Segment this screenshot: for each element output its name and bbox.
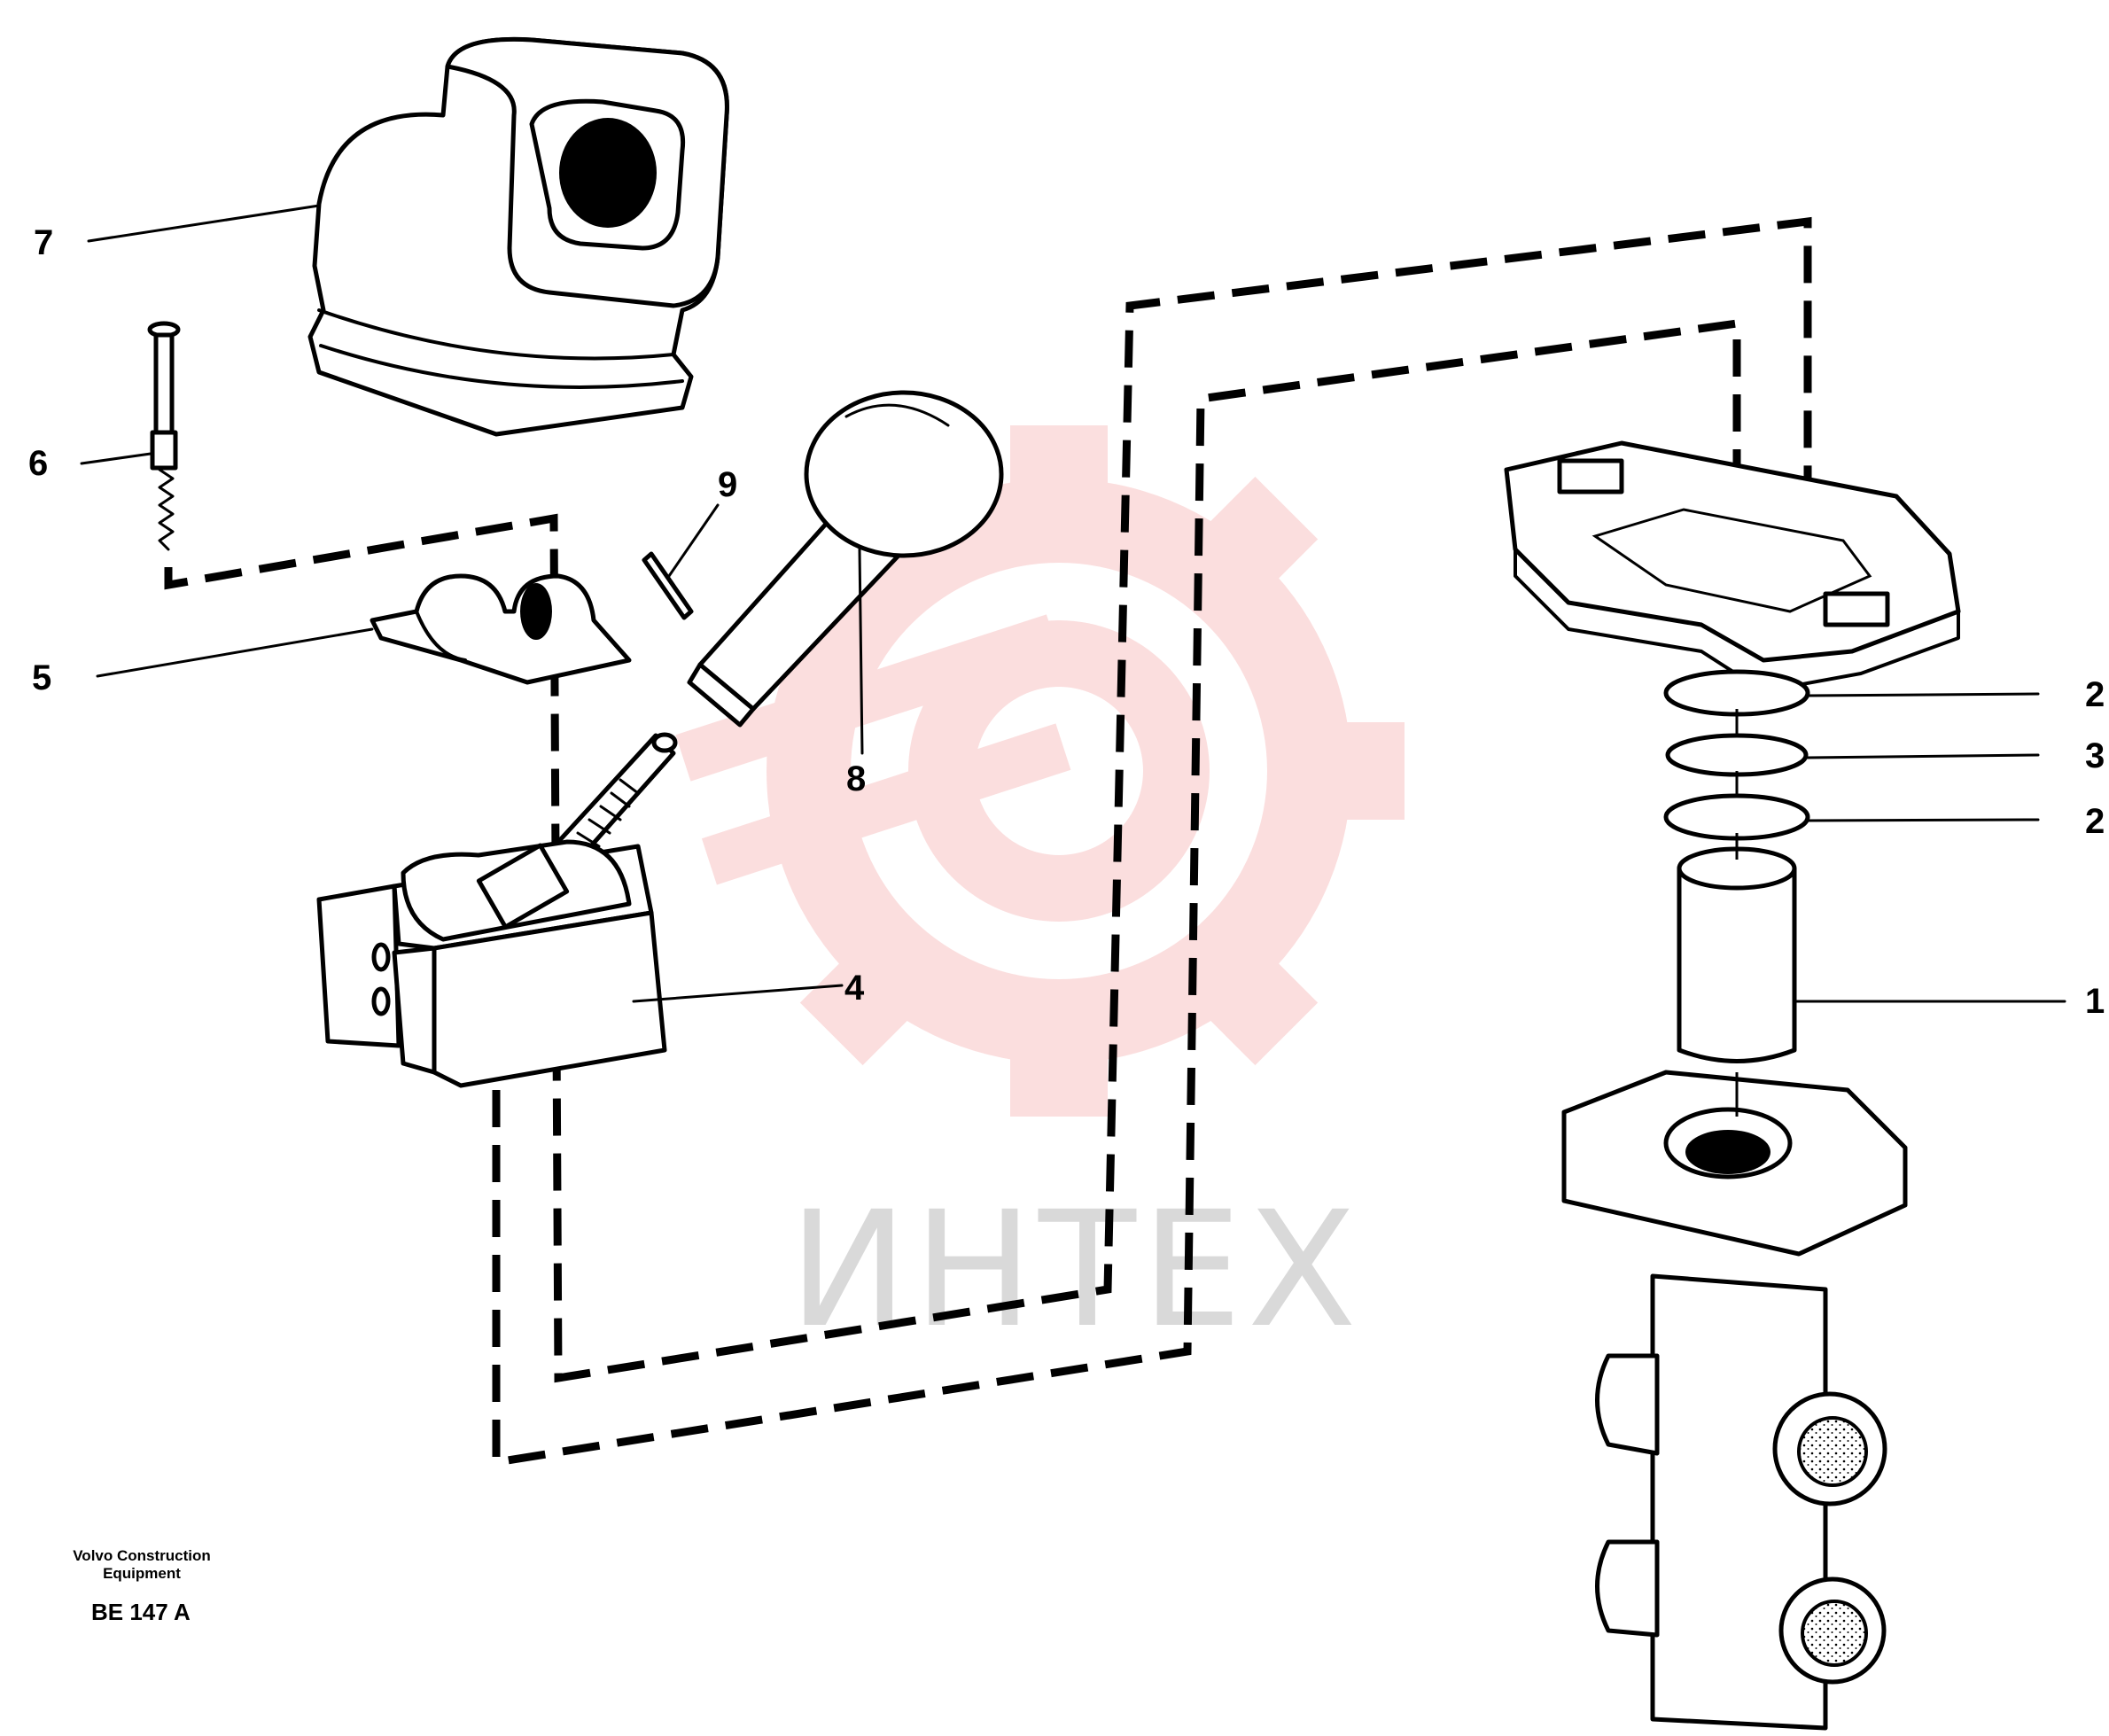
- caption-equipment: Equipment: [103, 1565, 181, 1582]
- callout-9: 9: [718, 465, 737, 504]
- callout-5: 5: [32, 658, 51, 697]
- watermark-logo: [675, 425, 1405, 1117]
- valve-housing: [316, 839, 667, 1088]
- bracket: [370, 573, 632, 685]
- o-ring: [1665, 733, 1809, 777]
- snap-ring-lower: [1663, 793, 1810, 841]
- leader-lines: [80, 204, 2066, 1003]
- valve-body: [1561, 1070, 1908, 1731]
- screw: [147, 321, 181, 551]
- sleeve: [1677, 846, 1797, 1063]
- callout-2-upper: 2: [2085, 675, 2105, 714]
- callout-7: 7: [34, 223, 53, 262]
- rubber-boot: [307, 36, 729, 437]
- caption-company: Volvo Construction: [73, 1547, 211, 1564]
- callout-8: 8: [846, 759, 866, 798]
- callout-6: 6: [28, 444, 48, 483]
- caption-code: BE 147 A: [91, 1599, 191, 1625]
- pin: [642, 551, 694, 620]
- diagram-caption: Volvo Construction Equipment BE 147 A: [73, 1547, 211, 1625]
- dashed-guide-lines: [164, 216, 1812, 1467]
- mounting-plate: [1504, 440, 1961, 693]
- knob-handle: [687, 390, 1004, 728]
- callout-3: 3: [2085, 736, 2105, 775]
- callout-1: 1: [2085, 982, 2105, 1021]
- callout-4: 4: [844, 969, 865, 1008]
- callout-2-lower: 2: [2085, 802, 2105, 841]
- snap-ring-upper: [1663, 669, 1810, 717]
- watermark-text: ИНТЕХ: [789, 1178, 1362, 1363]
